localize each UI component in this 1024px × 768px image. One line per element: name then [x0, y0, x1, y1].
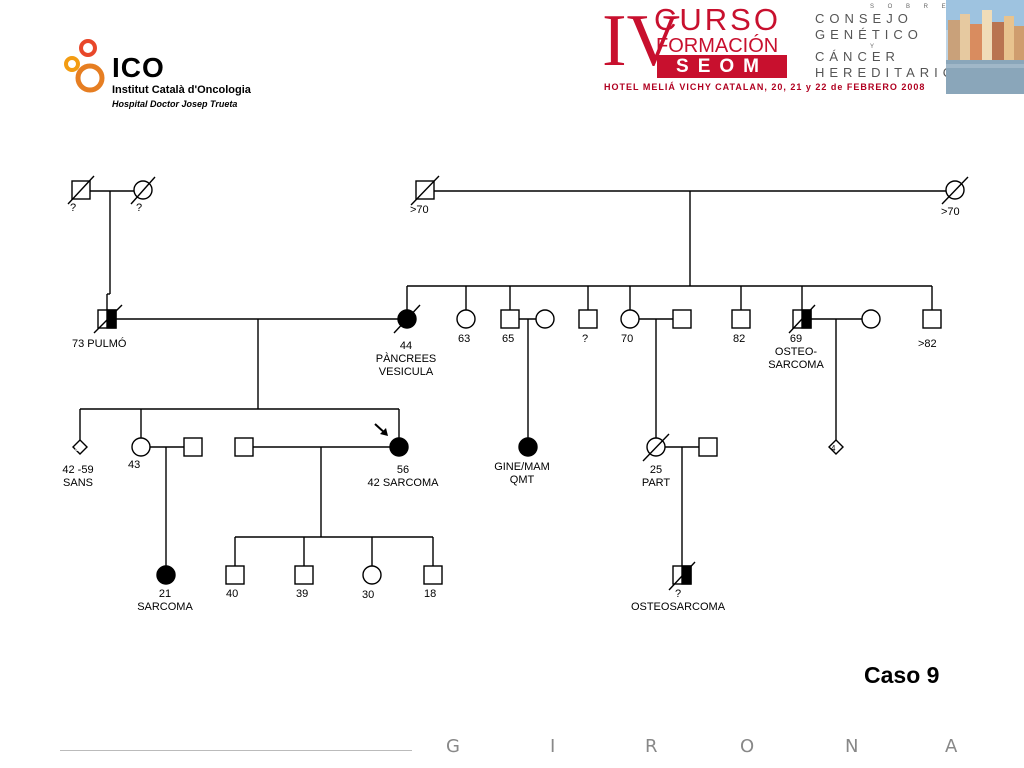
aunt70-symbol [620, 309, 640, 329]
uncle82-symbol [731, 309, 751, 329]
council-small-sobre: S O B R E [870, 4, 952, 10]
cousin25-symbol [646, 437, 666, 457]
case-title: Caso 9 [864, 662, 940, 688]
label-gp2-female: >70 [941, 206, 960, 218]
seom-label: SEOM [676, 56, 768, 77]
proband-spouse-symbol [234, 437, 254, 457]
gen4-lines [165, 447, 683, 566]
label-daughter30: 30 [362, 589, 375, 601]
label-unknown-sib: ? [582, 333, 589, 345]
aunt70-spouse-symbol [672, 309, 692, 329]
label-siblings-count: 8 [75, 444, 80, 453]
label-uncle69: 69 OSTEO- SARCOMA [768, 333, 824, 371]
sister43-symbol [131, 437, 151, 457]
label-cousin25: 25 PART [641, 464, 671, 489]
label-uncle65: 65 [502, 333, 515, 345]
label-mother: 44 PÀNCREES VESICULA [375, 340, 437, 378]
proband-symbol [389, 437, 409, 457]
label-cousin-gine: GINE/MAM QMT [494, 461, 550, 486]
uncle65-symbol [500, 309, 520, 329]
footer-letter-r: R [645, 736, 658, 757]
gp2-female-symbol [945, 180, 965, 200]
proband-arrow-icon [374, 423, 388, 436]
council-line-3: CÁNCER [815, 49, 900, 64]
cousin-diamond-symbol [828, 439, 844, 455]
ico-subtitle: Institut Català d'Oncologia [112, 84, 251, 96]
uncle82b-symbol [922, 309, 942, 329]
uncle65-spouse-symbol [535, 309, 555, 329]
gen3-lines [79, 319, 837, 448]
gp2-male-symbol [415, 180, 435, 200]
gp1-male-symbol [71, 180, 91, 200]
ico-hospital: Hospital Doctor Josep Trueta [112, 99, 238, 109]
aunt63-symbol [456, 309, 476, 329]
gen1-lines [90, 190, 946, 310]
label-uncle82b: >82 [918, 338, 937, 350]
gp1-female-symbol [133, 180, 153, 200]
label-gp1-female: ? [136, 202, 143, 214]
council-line-1: CONSEJO [815, 11, 913, 26]
council-line-4: HEREDITARIO [815, 65, 958, 80]
label-cousin-count: 4 [831, 444, 836, 453]
label-aunt70: 70 [621, 333, 634, 345]
unknown-sib-symbol [578, 309, 598, 329]
label-gp2-male: >70 [410, 204, 429, 216]
council-small-y: Y [870, 44, 881, 50]
daughter30-symbol [362, 565, 382, 585]
footer-divider [60, 750, 412, 751]
footer-letter-g: G [446, 736, 460, 757]
niece21-symbol [156, 565, 176, 585]
footer-letter-a: A [945, 736, 958, 757]
label-aunt63: 63 [458, 333, 471, 345]
course-word-formacion: FORMACIÓN [656, 35, 779, 57]
label-father: 73 PULMÓ [72, 338, 127, 350]
seom-badge [657, 55, 787, 78]
label-siblings: 42 -59 SANS [62, 464, 94, 489]
ico-logo-icon [64, 39, 105, 93]
label-son39: 39 [296, 588, 309, 600]
course-word-curso: CURSO [654, 2, 781, 37]
cousin25-spouse-symbol [698, 437, 718, 457]
label-son40: 40 [226, 588, 239, 600]
cousin-gine-symbol [518, 437, 538, 457]
label-proband: 56 42 SARCOMA [367, 464, 439, 489]
course-venue: HOTEL MELIÁ VICHY CATALAN, 20, 21 y 22 d… [604, 82, 926, 92]
girona-photo [946, 0, 1024, 94]
label-son18: 18 [424, 588, 437, 600]
council-line-2: GENÉTICO [815, 27, 923, 42]
son40-symbol [225, 565, 245, 585]
sister43-spouse-symbol [183, 437, 203, 457]
son18-symbol [423, 565, 443, 585]
footer-letter-o: O [740, 736, 755, 757]
siblings-diamond-symbol [72, 439, 88, 455]
label-grandson-osteo: ? OSTEOSARCOMA [630, 588, 726, 613]
footer-letter-i: I [550, 736, 556, 757]
uncle69-spouse-symbol [861, 309, 881, 329]
label-niece21: 21 SARCOMA [137, 588, 193, 613]
son39-symbol [294, 565, 314, 585]
label-sister43: 43 [128, 459, 141, 471]
ico-name: ICO [112, 52, 165, 83]
footer-letter-n: N [845, 736, 859, 757]
label-uncle82: 82 [733, 333, 746, 345]
label-gp1-male: ? [70, 202, 77, 214]
